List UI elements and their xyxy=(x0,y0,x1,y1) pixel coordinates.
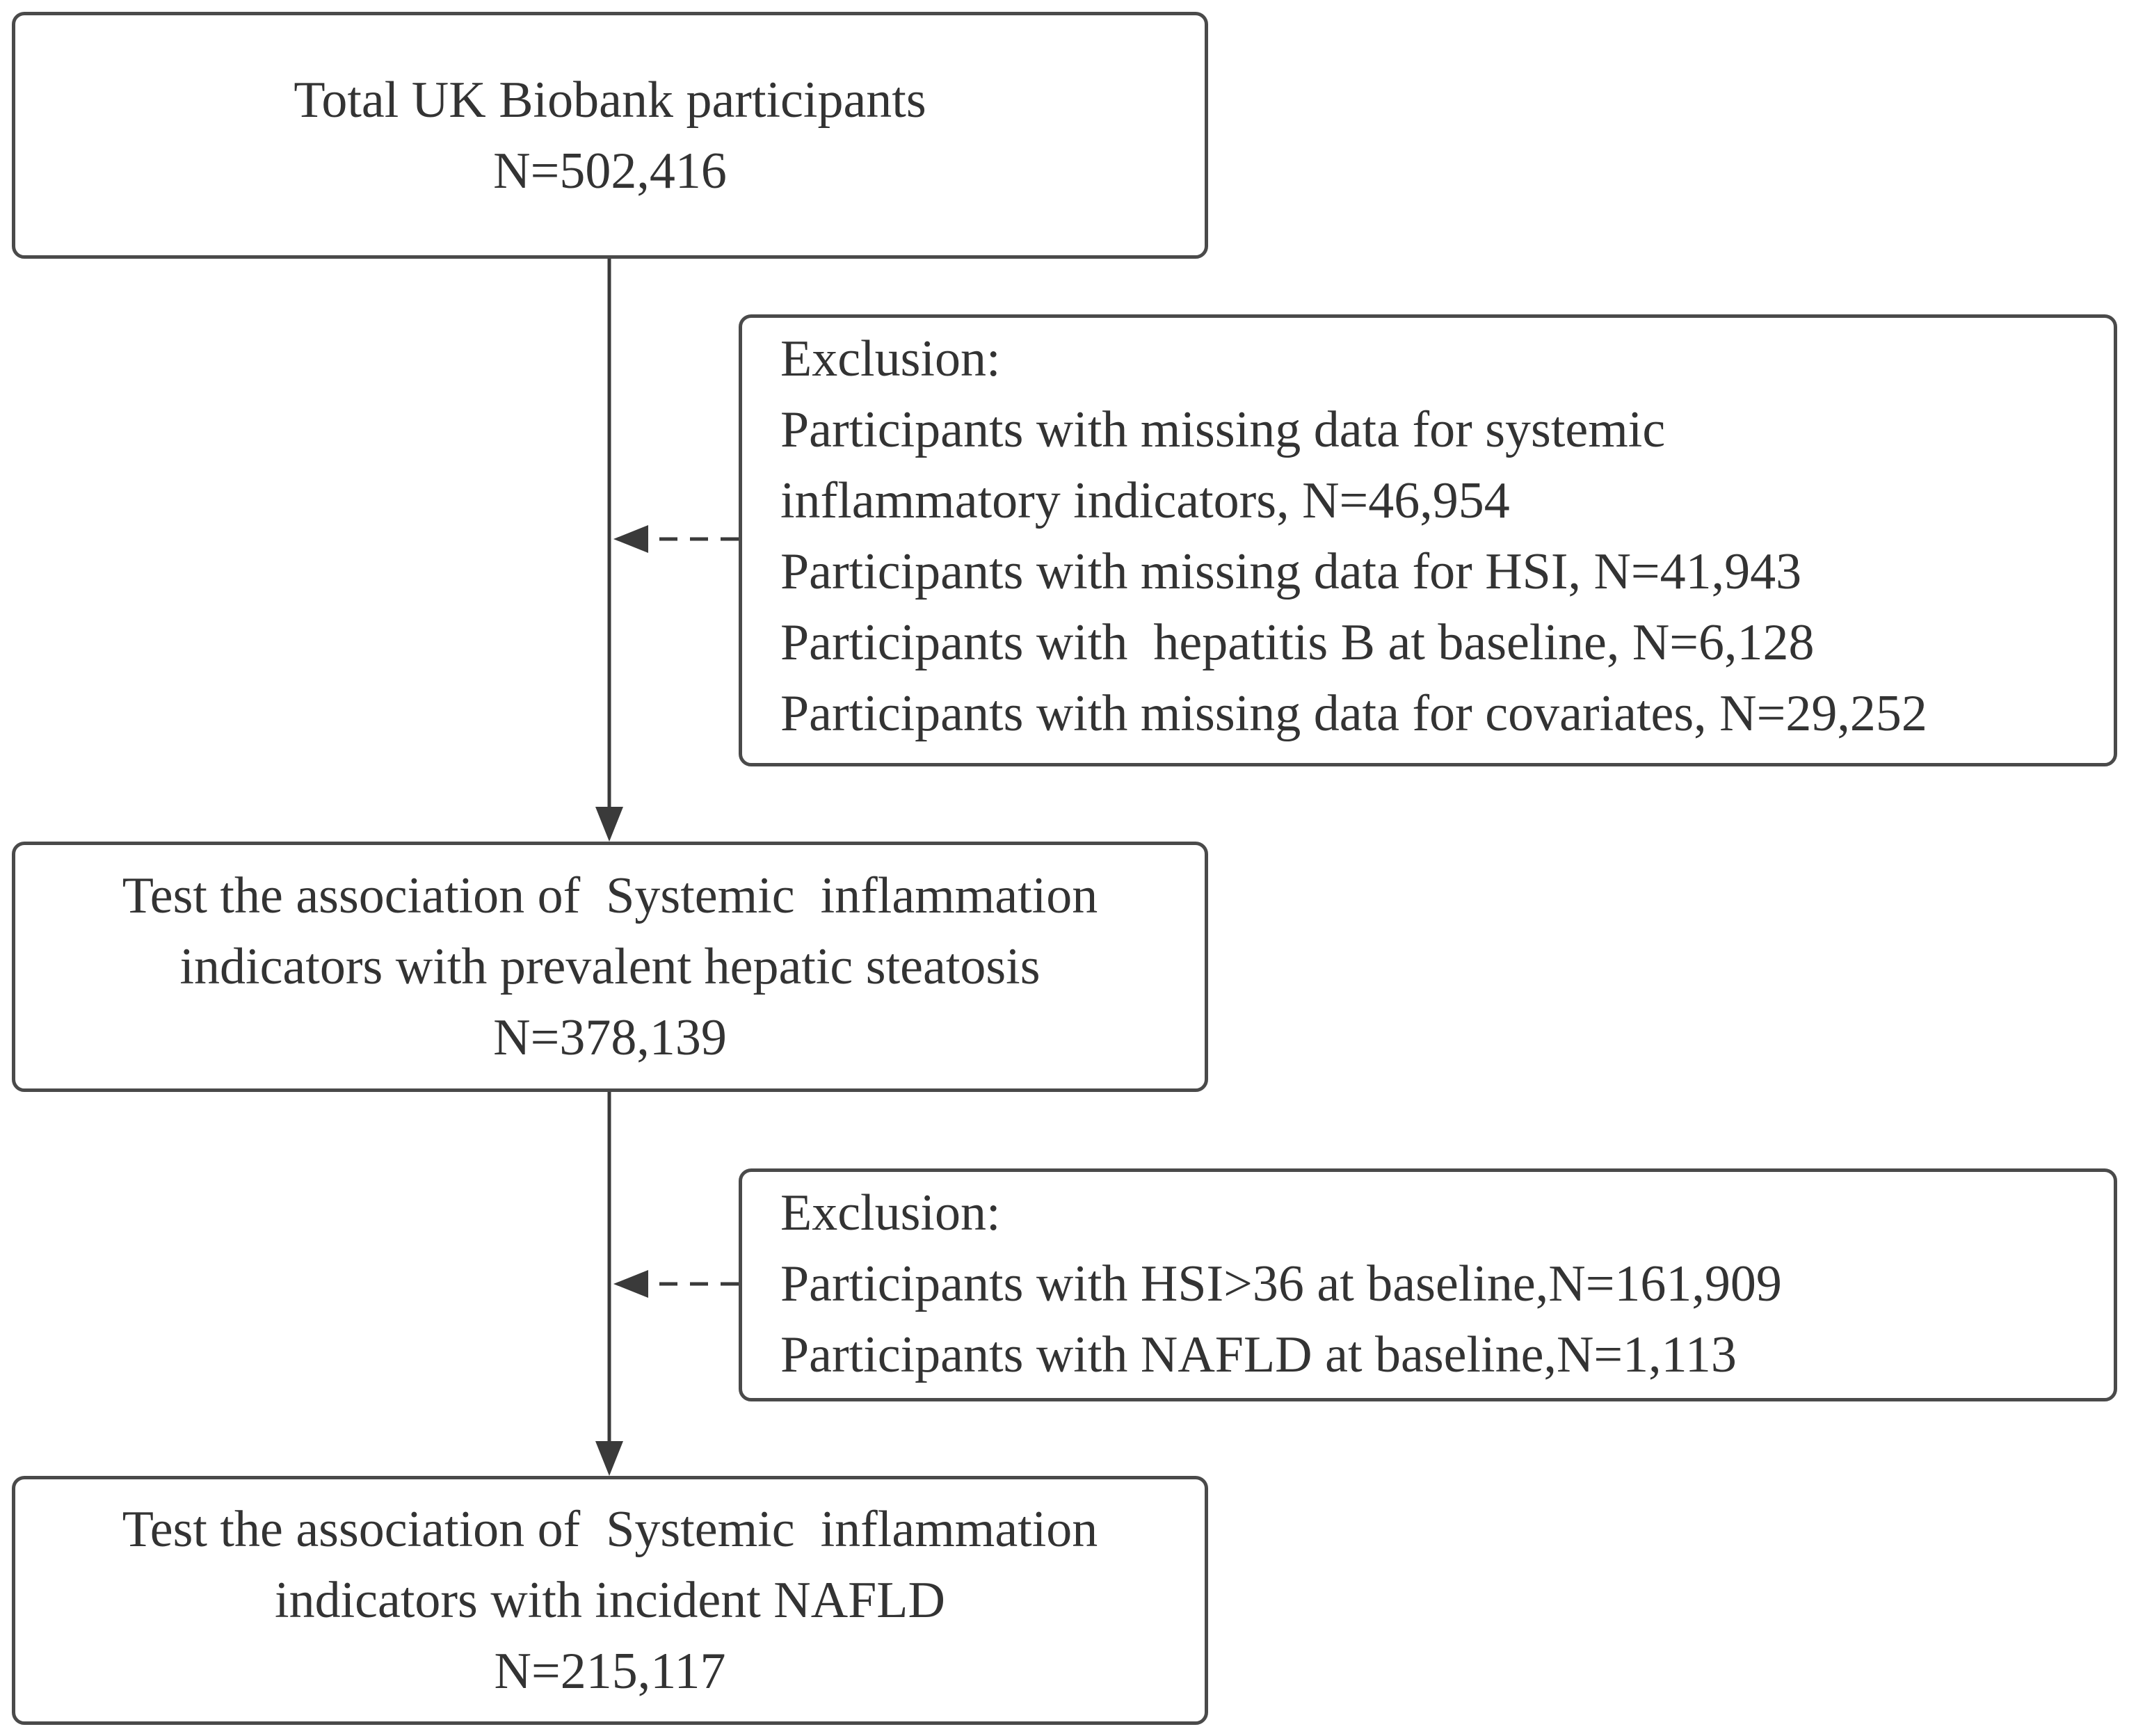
exclusion-1-item: inflammatory indicators, N=46,954 xyxy=(780,472,1510,529)
prevalent-count: N=378,139 xyxy=(493,1009,727,1066)
arrowhead-left-2 xyxy=(613,1270,648,1298)
exclusion-1-item: Participants with missing data for syste… xyxy=(780,401,1666,458)
exclusion-2-item: Participants with NAFLD at baseline,N=1,… xyxy=(780,1326,1737,1383)
exclusion-1-item: Participants with hepatitis B at baselin… xyxy=(780,614,1815,671)
prevalent-title-line1: Test the association of Systemic inflamm… xyxy=(122,867,1098,924)
box-total-participants: Total UK Biobank participants N=502,416 xyxy=(12,12,1208,259)
arrowhead-down-2 xyxy=(595,1441,623,1476)
incident-count: N=215,117 xyxy=(494,1643,726,1700)
exclusion-box-1: Exclusion: Participants with missing dat… xyxy=(739,314,2117,766)
total-title: Total UK Biobank participants xyxy=(294,71,926,129)
exclusion-2-heading: Exclusion: xyxy=(780,1184,1001,1241)
exclusion-1-heading: Exclusion: xyxy=(780,330,1001,387)
total-count: N=502,416 xyxy=(493,142,727,200)
incident-title-line2: indicators with incident NAFLD xyxy=(275,1572,945,1629)
arrowhead-down-1 xyxy=(595,807,623,842)
exclusion-box-2: Exclusion: Participants with HSI>36 at b… xyxy=(739,1168,2117,1401)
box-incident-nafld: Test the association of Systemic inflamm… xyxy=(12,1476,1208,1725)
exclusion-1-item: Participants with missing data for covar… xyxy=(780,685,1927,742)
prevalent-title-line2: indicators with prevalent hepatic steato… xyxy=(179,938,1041,995)
arrowhead-left-1 xyxy=(613,525,648,553)
incident-title-line1: Test the association of Systemic inflamm… xyxy=(122,1501,1098,1558)
exclusion-1-item: Participants with missing data for HSI, … xyxy=(780,543,1802,600)
box-prevalent-steatosis: Test the association of Systemic inflamm… xyxy=(12,842,1208,1092)
exclusion-2-item: Participants with HSI>36 at baseline,N=1… xyxy=(780,1255,1782,1312)
